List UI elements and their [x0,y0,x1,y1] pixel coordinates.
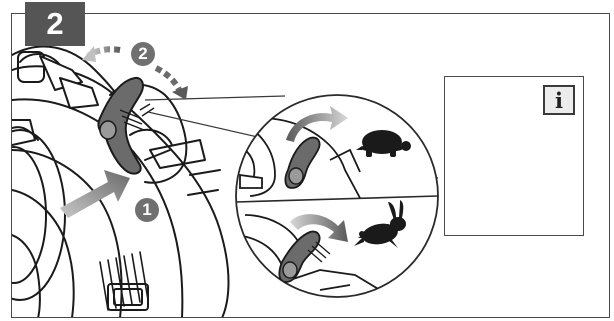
press-arrow [60,170,130,218]
callout-press-label: 1 [142,200,151,220]
info-icon: i [543,85,575,115]
callout-press-lever: 1 [135,198,159,222]
zoom-detail [236,95,438,305]
callout-rotate-lever: 2 [131,42,155,66]
info-symbol: i [555,88,563,113]
step-number-badge: 2 [25,2,85,46]
step-number: 2 [46,6,63,42]
callout-rotate-label: 2 [138,44,147,64]
